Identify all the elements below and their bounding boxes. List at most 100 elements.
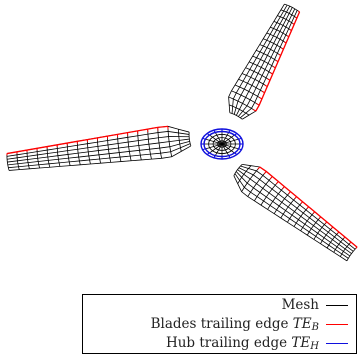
blade-mesh-section-line [167, 126, 173, 157]
hub-trailing-edge-tick [228, 155, 231, 159]
blade-mesh-section-line [254, 176, 273, 202]
blade-trailing-edge-tick [295, 16, 298, 19]
hub-mesh-spoke [205, 138, 223, 145]
blade-mesh-section-line [300, 211, 315, 232]
blade-trailing-edge-tick [270, 72, 273, 75]
legend-item-mesh: Mesh [282, 296, 348, 314]
blade-trailing-edge-tick [264, 84, 268, 87]
blade-mesh-section-line [234, 84, 263, 100]
blades-mesh-group [6, 3, 358, 262]
blade-trailing-edge-tick [267, 78, 271, 81]
hub-mesh-spoke [214, 132, 223, 145]
blade-trailing-edge-tick [286, 35, 290, 38]
blade-mesh-section-line [66, 143, 71, 166]
hub-mesh-spoke [221, 143, 235, 154]
blade-mesh-section-line [270, 26, 290, 38]
hub-trailing-edge-tick [213, 129, 216, 133]
hub-mesh-spoke [209, 134, 223, 145]
blade-mesh-section-line [248, 61, 273, 75]
blade-mesh-spanwise-line [242, 11, 300, 120]
blade-mesh-section-line [313, 221, 328, 240]
blade-mesh-section-line [280, 196, 297, 219]
hub-trailing-edge-tick [238, 148, 242, 151]
blade-trailing-edge-tick [355, 246, 358, 249]
hub-mesh-spoke [221, 143, 230, 156]
legend-item-hub-trailing-edge: Hub trailing edge TE H [166, 334, 348, 352]
blade-trailing-edge-tick [306, 206, 310, 209]
blade-mesh-section-line [46, 146, 51, 168]
blade-mesh-section-line [306, 216, 322, 236]
blade-mesh-section-line [287, 201, 303, 223]
legend-blades-swatch [326, 323, 348, 325]
blade-mesh-section-line [56, 144, 61, 167]
hub-trailing-edge-tick [202, 137, 206, 140]
hub-trailing-edge-tick [206, 152, 210, 156]
legend-hub-symbol: TE [291, 335, 311, 351]
hub-mesh-spoke [221, 138, 239, 145]
blade-mesh-section-line [280, 9, 298, 19]
hub-mesh-spoke [221, 143, 239, 150]
blade-mesh-section-line [147, 129, 152, 160]
blade-trailing-edge-tick [261, 90, 265, 94]
blade-trailing-edge-tick [275, 59, 279, 63]
legend-hub-subscript: H [310, 340, 319, 352]
blade-mesh-section-line [26, 150, 30, 169]
blade-mesh-section-line [263, 38, 284, 50]
hub-mesh-spoke [221, 132, 230, 145]
blade-mesh-section-line [188, 132, 192, 147]
blade-mesh-section-line [266, 32, 287, 44]
blade-trailing-edge-tick [252, 109, 257, 112]
blade-trailing-edge-tick [331, 226, 334, 229]
blade-mesh-section-line [231, 90, 260, 106]
hub-trailing-edge-tick [202, 148, 206, 151]
legend-blades-subscript: B [311, 321, 319, 333]
blade-mesh-section-line [247, 171, 267, 197]
blade-trailing-edge-tick [283, 41, 287, 44]
hub-trailing-edge-tick [238, 137, 242, 140]
blade-trailing-edge-tick [272, 66, 276, 69]
blade-mesh-section-line [76, 141, 81, 165]
blade-mesh-section-line [293, 206, 309, 227]
blade-mesh-spanwise-line [233, 175, 348, 262]
blade-mesh-section-line [157, 127, 163, 159]
blade-mesh-section-line [256, 49, 279, 62]
hub-trailing-edge-tick [206, 132, 210, 136]
hub-mesh-spoke [205, 143, 223, 150]
legend-mesh-swatch [326, 304, 348, 306]
blade-mesh-section-line [339, 241, 352, 257]
blade-trailing-edge-tick [312, 211, 316, 214]
blade-mesh-section-line [273, 21, 292, 31]
legend-box: Mesh Blades trailing edge TE B Hub trail… [82, 294, 357, 354]
blade-mesh-section-line [259, 44, 281, 56]
blade-mesh-section-line [346, 246, 358, 262]
blade-mesh-section-line [229, 104, 250, 116]
blade-trailing-edge-tick [300, 201, 303, 204]
blade-mesh-section-line [137, 130, 142, 161]
blade-mesh-section-line [36, 148, 40, 169]
blade-mesh-section-line [333, 236, 346, 253]
blade-trailing-edge-tick [281, 47, 284, 50]
legend-hub-swatch [326, 342, 348, 344]
blade-mesh-section-line [252, 55, 276, 69]
blade-mesh-section-line [229, 112, 243, 120]
blade-mesh-section-line [241, 73, 268, 87]
hub-trailing-edge-tick [228, 129, 231, 133]
blade-trailing-edge-tick [343, 236, 346, 239]
blade-trailing-edge-tick [294, 196, 297, 199]
blade-mesh-section-line [260, 181, 279, 206]
hub-trailing-edge-tick [234, 152, 238, 156]
hub-mesh-spoke [214, 143, 223, 156]
blade-trailing-edge-tick [269, 176, 273, 180]
blade-mesh-section-line [233, 164, 243, 176]
blade-trailing-edge-tick [278, 53, 281, 56]
blade-mesh-section-line [320, 226, 334, 244]
blade-trailing-edge-tick [257, 166, 261, 170]
blade-trailing-edge-tick [263, 171, 267, 175]
blade-mesh-section-line [273, 191, 291, 214]
blade-mesh-section-line [284, 3, 300, 13]
blade-mesh-section-line [6, 153, 10, 171]
blade-trailing-edge-tick [259, 96, 263, 100]
blade-mesh-section-line [245, 67, 271, 81]
hub-mesh-spoke [209, 143, 223, 154]
blade-trailing-edge-tick [337, 231, 340, 234]
